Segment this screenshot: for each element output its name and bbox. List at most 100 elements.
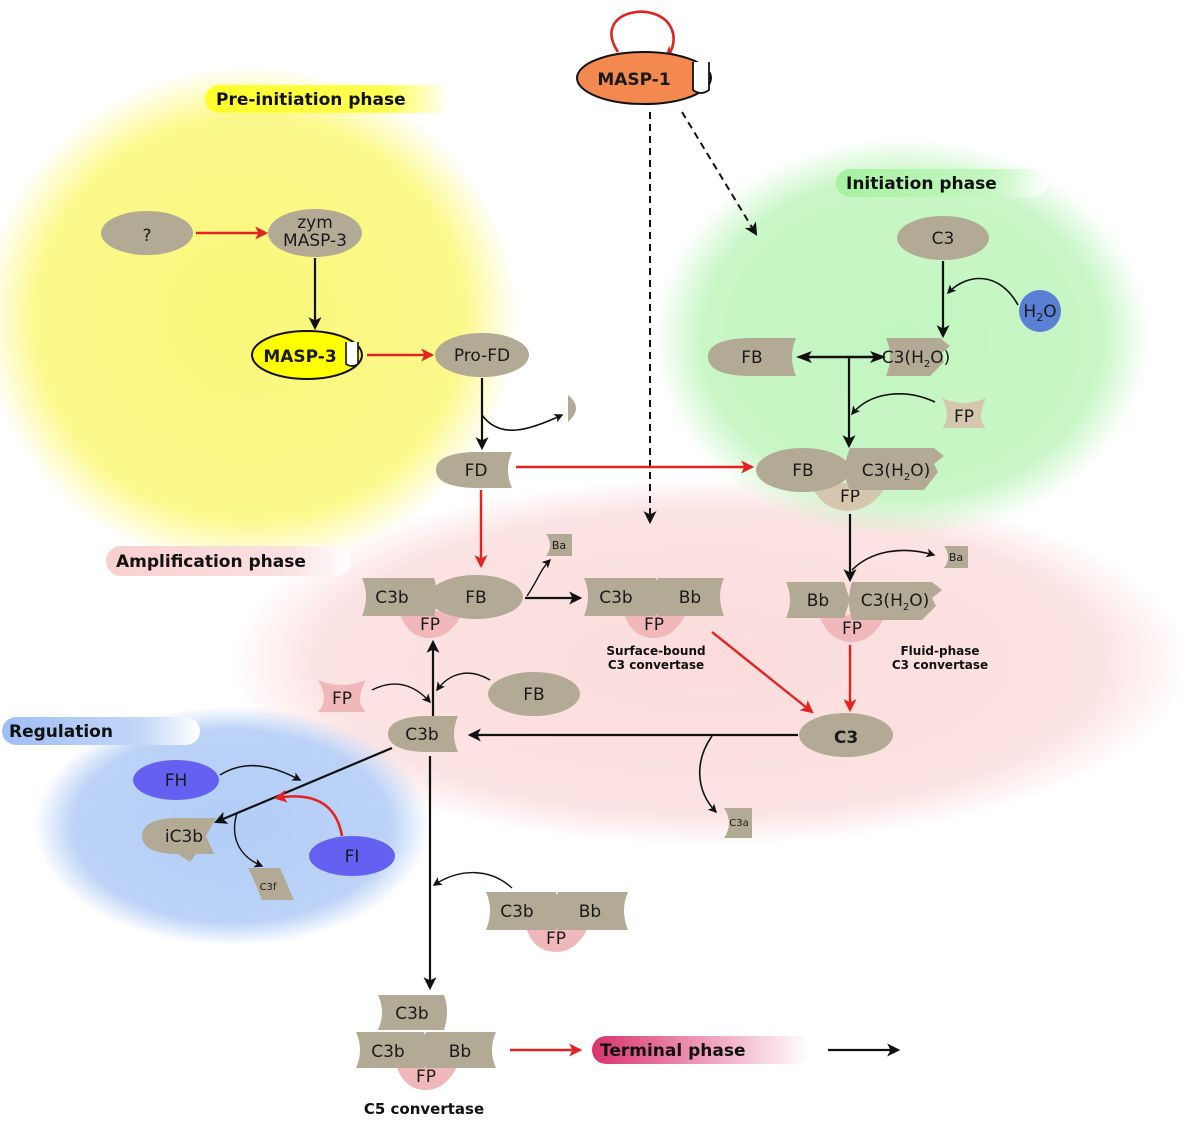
- ba-release-amp-arrow: [526, 558, 552, 597]
- fb-amp-binding-arrow: [436, 672, 491, 692]
- svg-text:FP: FP: [840, 487, 860, 507]
- water-node: H2O: [1019, 290, 1061, 332]
- amplification-label: Amplification phase: [106, 546, 351, 576]
- fluid-proconvertase-complex: FP FB C3(H2O): [756, 448, 944, 511]
- svg-text:Bb: Bb: [807, 591, 829, 611]
- svg-text:Ba: Ba: [552, 539, 566, 552]
- c3f-fragment: C3f: [248, 868, 294, 900]
- svg-text:Bb: Bb: [679, 588, 701, 608]
- fb-initiation-node: FB: [708, 338, 796, 376]
- svg-text:?: ?: [142, 226, 151, 246]
- surface-bound-c3-convertase: FP C3b Bb: [584, 578, 724, 638]
- svg-text:FB: FB: [523, 685, 544, 705]
- c3b-to-ic3b-arrow: [214, 746, 393, 824]
- svg-text:H2O: H2O: [1023, 302, 1056, 324]
- ba-fragment-amp: Ba: [546, 534, 572, 556]
- pre-initiation-label: Pre-initiation phase: [205, 85, 450, 113]
- svg-text:FB: FB: [465, 588, 486, 608]
- svg-text:C3b: C3b: [500, 902, 533, 922]
- fi-cleavage-arrow: [273, 789, 344, 837]
- svg-text:FD: FD: [465, 461, 488, 481]
- fluid-caption-line2: C3 convertase: [892, 658, 988, 672]
- svg-text:Regulation: Regulation: [9, 722, 113, 742]
- fp-amp-binding-arrow: [371, 683, 432, 704]
- fh-cofactor-arrow: [219, 764, 302, 781]
- c5-convertase: FP C3b C3b Bb: [356, 995, 496, 1090]
- fd-node: FD: [436, 452, 512, 488]
- ic3b-node: iC3b: [142, 818, 216, 862]
- unknown-activator-node: ?: [101, 211, 193, 255]
- svg-text:C3(H2O): C3(H2O): [861, 591, 930, 613]
- svg-text:MASP-1: MASP-1: [597, 70, 670, 90]
- fp-left-node: FP: [318, 680, 366, 712]
- initiation-label: Initiation phase: [836, 169, 1048, 197]
- c3h2o-binding-head: [870, 351, 886, 363]
- regulation-label: Regulation: [2, 717, 200, 745]
- c3-initiation-node: C3: [897, 216, 989, 260]
- svg-text:iC3b: iC3b: [165, 827, 203, 847]
- fluid-caption-line1: Fluid-phase: [900, 644, 979, 658]
- c3-convertase-bound: FP C3b Bb: [486, 892, 628, 952]
- svg-text:Ba: Ba: [949, 551, 963, 564]
- pre-initiation-region: [0, 66, 518, 570]
- water-attack-arrow: [946, 277, 1019, 306]
- fb-right-node: FB: [488, 672, 580, 716]
- convertase-binding-arrow: [432, 871, 513, 889]
- svg-text:C3: C3: [834, 728, 858, 748]
- zymogen-masp3-node: zym MASP-3: [268, 209, 362, 257]
- masp1-autoactivation-arrow: [610, 10, 679, 60]
- fi-node: FI: [309, 836, 395, 876]
- surface-caption-line1: Surface-bound: [606, 644, 705, 658]
- svg-text:FP: FP: [420, 615, 440, 635]
- svg-text:C3b: C3b: [375, 588, 408, 608]
- svg-text:Pre-initiation phase: Pre-initiation phase: [216, 90, 406, 110]
- masp3-node: MASP-3: [251, 330, 363, 380]
- svg-text:Pro-FD: Pro-FD: [454, 346, 510, 366]
- c3h2o-initiation-node: C3(H2O): [882, 338, 951, 376]
- svg-text:FP: FP: [416, 1067, 436, 1087]
- fh-node: FH: [133, 760, 219, 800]
- svg-text:C3(H2O): C3(H2O): [862, 461, 931, 483]
- svg-text:Bb: Bb: [449, 1042, 471, 1062]
- pro-fd-node: Pro-FD: [435, 333, 529, 377]
- surface-convertase-to-c3-arrow: [711, 631, 814, 714]
- c3f-release-arrow: [233, 812, 264, 868]
- svg-text:C3b: C3b: [599, 588, 632, 608]
- svg-text:FB: FB: [741, 348, 762, 368]
- svg-text:Initiation phase: Initiation phase: [846, 174, 997, 194]
- svg-text:C3a: C3a: [729, 818, 748, 829]
- svg-text:C3f: C3f: [260, 882, 277, 893]
- svg-text:zym: zym: [297, 213, 333, 233]
- fp-initiation-node: FP: [942, 398, 986, 428]
- svg-text:FP: FP: [954, 407, 974, 427]
- amplification-region: [230, 477, 1190, 847]
- c3-central-node: C3: [799, 713, 893, 757]
- svg-text:FP: FP: [644, 615, 664, 635]
- c3a-release-arrow: [698, 735, 718, 814]
- masp1-node: MASP-1: [576, 51, 712, 105]
- svg-text:Terminal phase: Terminal phase: [600, 1041, 746, 1061]
- fluid-phase-c3-convertase: FP Bb C3(H2O): [786, 582, 942, 642]
- svg-text:MASP-3: MASP-3: [263, 347, 336, 367]
- ba-release-initiation-arrow: [851, 548, 936, 571]
- svg-text:C3b: C3b: [395, 1004, 428, 1024]
- svg-text:FH: FH: [165, 771, 188, 791]
- ba-fragment-initiation: Ba: [944, 546, 968, 568]
- svg-text:C3b: C3b: [405, 725, 438, 745]
- c3b-fb-proconvertase: FP C3b FB: [362, 575, 523, 638]
- activation-peptide-release-arrow: [481, 414, 564, 431]
- svg-text:Bb: Bb: [579, 902, 601, 922]
- svg-text:FP: FP: [842, 619, 862, 639]
- svg-text:FP: FP: [332, 689, 352, 709]
- svg-text:C3(H2O): C3(H2O): [882, 348, 951, 370]
- svg-text:MASP-3: MASP-3: [283, 231, 347, 251]
- svg-text:FB: FB: [792, 461, 813, 481]
- c5-convertase-caption: C5 convertase: [364, 1100, 484, 1118]
- regulation-region: [34, 706, 430, 946]
- activation-peptide-fragment: [568, 395, 576, 422]
- svg-text:C3b: C3b: [371, 1042, 404, 1062]
- svg-text:C3: C3: [932, 229, 955, 249]
- surface-caption-line2: C3 convertase: [608, 658, 704, 672]
